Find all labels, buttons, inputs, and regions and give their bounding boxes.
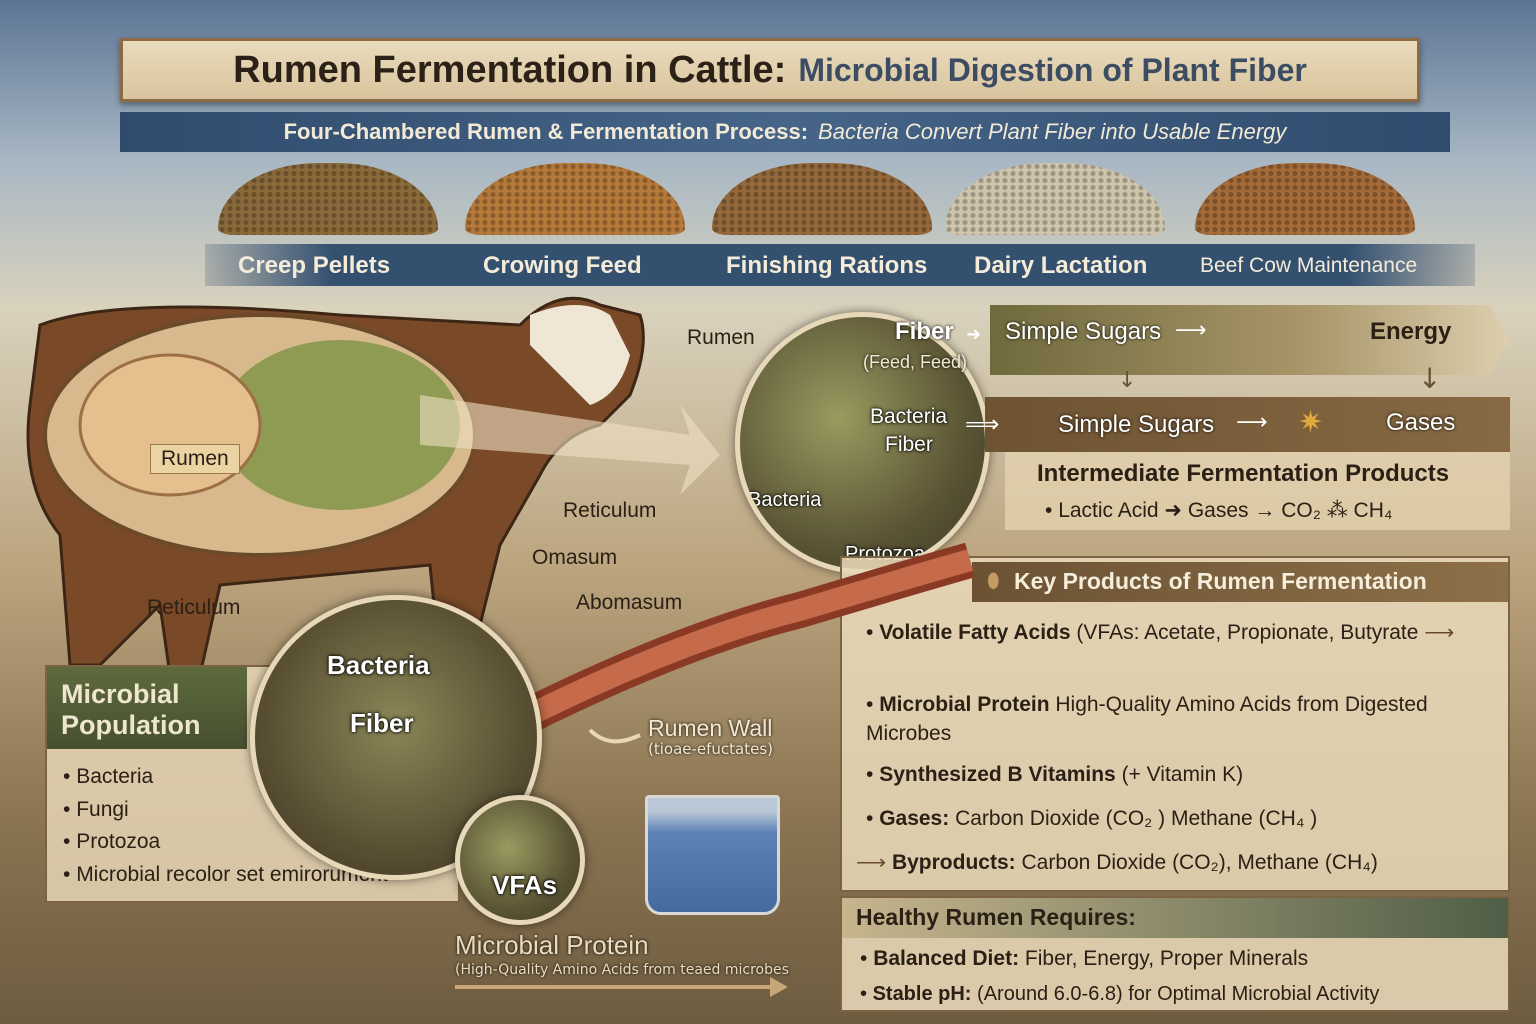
arrow-to-detail — [420, 395, 720, 495]
seed-icon: ⬮ — [987, 568, 1000, 592]
feed-pile-creep — [218, 163, 438, 235]
microbial-protein-sub: (High-Quality Amino Acids from teaed mic… — [455, 962, 789, 978]
population-list: • Bacteria • Fungi • Protozoa • Microbia… — [63, 761, 388, 891]
circle-fiber-label: Fiber — [885, 433, 933, 456]
flow-energy: Energy — [1370, 318, 1452, 345]
feed-label: Finishing Rations — [726, 252, 928, 279]
item-ch4: CH₄ — [1353, 499, 1393, 522]
population-item: • Protozoa — [63, 830, 161, 854]
microbe-fiber-label: Fiber — [350, 708, 414, 738]
key-product-item: • Microbial Protein High-Quality Amino A… — [866, 693, 1428, 746]
healthy-item: • Stable pH: (Around 6.0-6.8) for Optima… — [860, 983, 1380, 1005]
rumen-wall-tube — [511, 542, 975, 744]
feed-label-band — [205, 244, 1475, 286]
microbe-circle: Bacteria Fiber — [250, 595, 542, 880]
flow-middle-band — [985, 397, 1510, 452]
label-reticulum-left: Reticulum — [147, 596, 241, 619]
flow-top-band — [990, 305, 1510, 375]
title-banner: Rumen Fermentation in Cattle: Microbial … — [120, 38, 1420, 102]
arrow-right-icon — [455, 985, 775, 989]
intermediate-items: • Lactic Acid ➜ Gases → CO₂ ⁂ CH₄ — [1045, 499, 1393, 522]
key-product-item: • Gases: Carbon Dioxide (CO₂ ) Methane (… — [866, 807, 1318, 830]
population-item: • Microbial recolor set emirorument — [63, 862, 388, 886]
population-item: • Fungi — [63, 797, 129, 821]
vfas-circle: VFAs — [455, 795, 585, 925]
subtitle-accent: Bacteria Convert Plant Fiber into Usable… — [818, 119, 1287, 144]
arrow-right-icon: ➜ — [966, 324, 982, 345]
intermediate-title: Intermediate Fermentation Products — [1037, 460, 1450, 487]
flow-fiber: Fiber — [895, 318, 954, 345]
population-item: • Bacteria — [63, 765, 154, 788]
key-products-panel: Key Products of Rumen Fermentation ⬮ • V… — [840, 556, 1510, 892]
key-product-item: • Synthesized B Vitamins (+ Vitamin K) — [866, 763, 1244, 786]
flow-fiber-sub: (Feed, Feed) — [863, 352, 968, 372]
key-products-title: Key Products of Rumen Fermentation — [972, 562, 1508, 602]
feed-label: Dairy Lactation — [974, 252, 1148, 279]
healthy-title: Healthy Rumen Requires: — [842, 898, 1508, 938]
healthy-rumen-panel: Healthy Rumen Requires: • Balanced Diet:… — [840, 896, 1510, 1012]
arrow-down-icon: ↓ — [1418, 362, 1442, 395]
key-product-item: • Volatile Fatty Acids (VFAs: Acetate, P… — [866, 621, 1455, 644]
subtitle-band: Four-Chambered Rumen & Fermentation Proc… — [120, 112, 1450, 152]
arrow-right-icon: ⟶ — [1236, 410, 1268, 435]
label-abomasum: Abomasum — [576, 591, 683, 614]
title-accent: Microbial Digestion of Plant Fiber — [798, 51, 1307, 88]
item-co2: CO₂ — [1281, 499, 1321, 522]
microbe-bacteria-label: Bacteria — [327, 650, 430, 680]
title-main: Rumen Fermentation in Cattle: — [233, 48, 787, 91]
feed-pile-finishing — [712, 163, 932, 235]
arrow-down-icon: ↓ — [1118, 368, 1137, 393]
label-rumen-inner: Rumen — [150, 444, 240, 474]
feed-pile-beef — [1195, 163, 1415, 235]
detail-zoom-circle: Bacteria Fiber Bacteria Protozoa — [735, 312, 990, 574]
cow-illustration — [26, 296, 720, 677]
feed-label: Creep Pellets — [238, 252, 391, 279]
population-title: Microbial Population — [47, 667, 247, 749]
circle-bacteria-label: Bacteria — [870, 405, 948, 428]
label-omasum: Omasum — [532, 546, 618, 569]
label-rumen: Rumen — [687, 326, 755, 349]
subtitle-main: Four-Chambered Rumen & Fermentation Proc… — [283, 119, 809, 144]
key-product-item: ⟶ Byproducts: Carbon Dioxide (CO₂), Meth… — [856, 851, 1378, 874]
label-reticulum: Reticulum — [563, 499, 657, 522]
feed-pile-dairy — [945, 163, 1165, 235]
feed-pile-growing — [465, 163, 685, 235]
flow-gases: Gases — [1386, 409, 1456, 436]
flow-simple-sugars-mid: Simple Sugars — [1058, 411, 1215, 438]
feed-label: Crowing Feed — [483, 252, 642, 279]
item-gases: Gases — [1187, 499, 1249, 522]
arrow-right-icon: ⟹ — [965, 410, 1000, 438]
flow-simple-sugars-top: Simple Sugars — [1005, 318, 1162, 345]
microbial-protein-title: Microbial Protein — [455, 930, 649, 960]
item-lactic: Lactic Acid — [1058, 499, 1159, 522]
feed-label: Beef Cow Maintenance — [1200, 254, 1418, 277]
arrow-head — [770, 977, 788, 997]
healthy-item: • Balanced Diet: Fiber, Energy, Proper M… — [860, 947, 1309, 970]
arrow-right-icon: ⟶ — [1175, 318, 1207, 343]
rumen-wall-title: Rumen Wall — [648, 715, 773, 741]
bucket-icon — [645, 795, 780, 915]
rumen-wall-sub: (tioae-efuctates) — [648, 740, 774, 758]
circle-bacteria: Bacteria — [748, 489, 822, 511]
microbe-icon: ✷ — [1298, 405, 1324, 440]
vfas-label: VFAs — [492, 870, 558, 900]
intermediate-panel: Intermediate Fermentation Products • Lac… — [1005, 452, 1510, 530]
